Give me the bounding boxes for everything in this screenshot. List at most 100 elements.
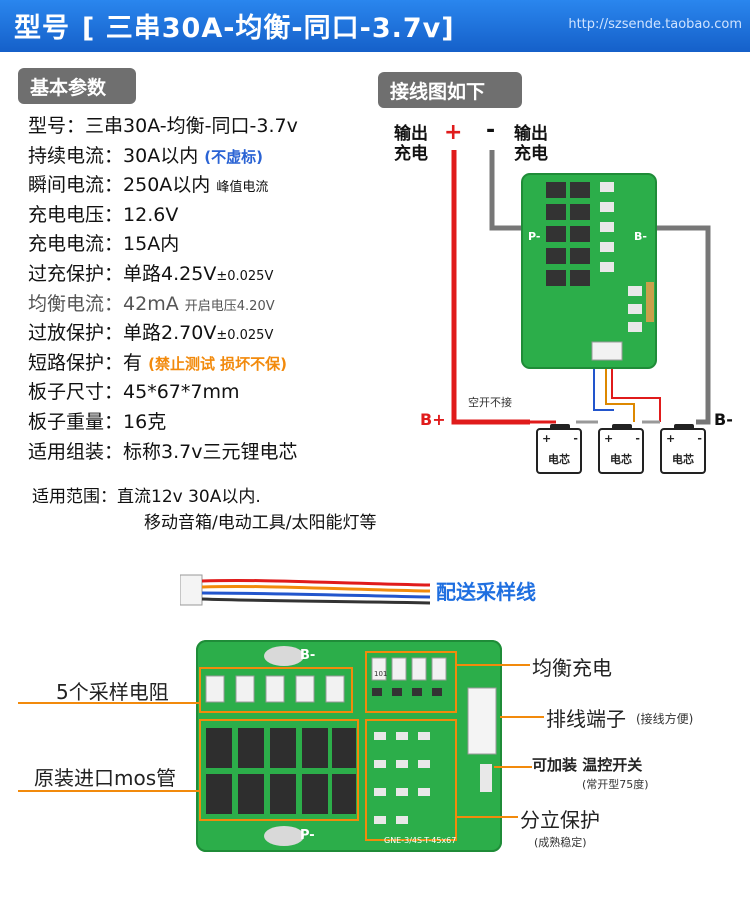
battery-cell-1: + - 电芯: [536, 424, 582, 474]
spec-value: 250A以内: [123, 174, 211, 197]
leader-line: [456, 816, 518, 818]
leader-line: [494, 766, 532, 768]
spec-value: 30A以内: [123, 144, 199, 167]
battery-cell-2: + - 电芯: [598, 424, 644, 474]
cell-plus: +: [604, 432, 614, 445]
shop-url[interactable]: http://szsende.taobao.com: [568, 17, 742, 32]
annotation-sampling-resistors: 5个采样电阻: [56, 680, 169, 704]
annotation-temp-note: (常开型75度): [582, 778, 649, 791]
scope-line-1: 直流12v 30A以内.: [117, 487, 261, 507]
cell-plus: +: [542, 432, 552, 445]
pcb-b-label: B-: [634, 230, 647, 243]
spec-key: 持续电流: [28, 144, 105, 167]
spec-note: 开启电压4.20V: [184, 298, 275, 314]
resistor-code: 101: [374, 670, 388, 678]
out-neg-line-2: 充电: [514, 144, 548, 164]
spec-note: ±0.025V: [216, 328, 274, 344]
spec-value: 12.6V: [123, 203, 179, 226]
spec-value: 42mA: [123, 292, 179, 315]
out-neg-label: 输出 充电: [514, 124, 548, 164]
spec-row: 过充保护：单路4.25V±0.025V: [28, 262, 274, 285]
pcb-silk-code: GNE-3/4S-T-45x67: [384, 836, 457, 845]
wiring-lines: [451, 150, 711, 425]
annotation-balance: 均衡充电: [532, 656, 612, 680]
pcb-components: [199, 646, 497, 846]
out-pos-line-2: 充电: [394, 144, 428, 164]
pcb-silk-p: P-: [300, 828, 315, 843]
spec-key: 瞬间电流: [28, 174, 105, 197]
spec-key: 充电电流: [28, 233, 105, 256]
sampling-cable: [180, 574, 431, 606]
leader-line: [500, 716, 544, 718]
spec-note: ±0.025V: [216, 268, 274, 284]
spec-row: 短路保护：有 (禁止测试 损坏不保): [28, 351, 288, 374]
spec-row: 瞬间电流：250A以内 峰值电流: [28, 174, 269, 197]
spec-row: 均衡电流：42mA 开启电压4.20V: [28, 292, 275, 315]
title-prefix: 型号: [14, 13, 70, 44]
annotation-connector: 排线端子: [546, 707, 626, 731]
nc-label: 空开不接: [468, 396, 512, 409]
spec-row: 板子重量：16克: [28, 410, 167, 433]
spec-row: 型号：三串30A-均衡-同口-3.7v: [28, 115, 298, 137]
spec-row: 过放保护：单路2.70V±0.025V: [28, 322, 274, 345]
leader-line: [18, 790, 200, 792]
scope-key: 适用范围: [32, 487, 100, 507]
spec-value: 单路4.25V: [123, 262, 217, 285]
spec-value: 15A内: [123, 233, 180, 256]
spec-row: 板子尺寸：45*67*7mm: [28, 381, 240, 404]
b-plus-label: B+: [420, 410, 446, 429]
application-scope: 适用范围：直流12v 30A以内. 移动音箱/电动工具/太阳能灯等: [32, 484, 376, 536]
out-neg-line-1: 输出: [514, 124, 548, 144]
spec-key: 过放保护: [28, 322, 105, 345]
out-pos-line-1: 输出: [394, 124, 428, 144]
spec-key: 型号: [28, 115, 67, 137]
section-basic-params: 基本参数: [18, 68, 136, 104]
spec-key: 均衡电流: [28, 292, 105, 315]
cell-minus: -: [697, 432, 702, 445]
spec-value: 45*67*7mm: [123, 381, 240, 404]
battery-cell-3: + - 电芯: [660, 424, 706, 474]
cell-plus: +: [666, 432, 676, 445]
spec-key: 过充保护: [28, 262, 105, 285]
cell-name: 电芯: [610, 453, 632, 466]
spec-row: 适用组装：标称3.7v三元锂电芯: [28, 440, 298, 463]
spec-key: 板子重量: [28, 410, 105, 433]
header-bar: 型号 [ 三串30A-均衡-同口-3.7v] http://szsende.tao…: [0, 0, 750, 52]
spec-row: 持续电流：30A以内 (不虚标): [28, 144, 263, 167]
title-model: [ 三串30A-均衡-同口-3.7v]: [82, 13, 455, 44]
cell-name: 电芯: [548, 453, 570, 466]
spec-key: 短路保护: [28, 351, 105, 374]
annotation-discrete: 分立保护: [520, 808, 600, 832]
annotation-mos: 原装进口mos管: [34, 766, 177, 790]
annotation-discrete-note: (成熟稳定): [534, 836, 587, 849]
pcb-p-label: P-: [528, 230, 541, 243]
spec-note: (不虚标): [204, 147, 263, 166]
spec-key: 充电电压: [28, 203, 105, 226]
leader-line: [456, 664, 530, 666]
spec-value: 16克: [123, 410, 167, 433]
cell-minus: -: [573, 432, 578, 445]
scope-line-2: 移动音箱/电动工具/太阳能灯等: [144, 513, 377, 533]
section-wiring: 接线图如下: [378, 72, 522, 108]
spec-value: 标称3.7v三元锂电芯: [123, 440, 298, 463]
annotation-temp-switch: 可加装 温控开关: [532, 756, 643, 774]
b-minus-label: B-: [714, 410, 733, 429]
annotation-connector-note: (接线方便): [636, 712, 694, 726]
cell-minus: -: [635, 432, 640, 445]
product-title: 型号 [ 三串30A-均衡-同口-3.7v]: [14, 6, 455, 45]
pcb-board-photo: B- P- GNE-3/4S-T-45x67 101: [196, 640, 502, 852]
minus-sign: -: [486, 118, 496, 143]
spec-key: 适用组装: [28, 440, 105, 463]
spec-key: 板子尺寸: [28, 381, 105, 404]
cell-name: 电芯: [672, 453, 694, 466]
wiring-diagram: 输出 充电 + - 输出 充电 P- B- 空开不接 B+ B- +- 电芯 +…: [380, 110, 750, 490]
pcb-silk-b: B-: [300, 648, 316, 663]
spec-value: 单路2.70V: [123, 322, 217, 345]
leader-line: [18, 702, 200, 704]
cable-label: 配送采样线: [436, 580, 536, 604]
spec-row: 充电电压：12.6V: [28, 203, 179, 226]
plus-sign: +: [444, 120, 463, 145]
spec-list: 型号：三串30A-均衡-同口-3.7v 持续电流：30A以内 (不虚标) 瞬间电…: [28, 112, 388, 467]
spec-value: 有: [123, 351, 143, 374]
spec-note: (禁止测试 损坏不保): [148, 354, 288, 373]
